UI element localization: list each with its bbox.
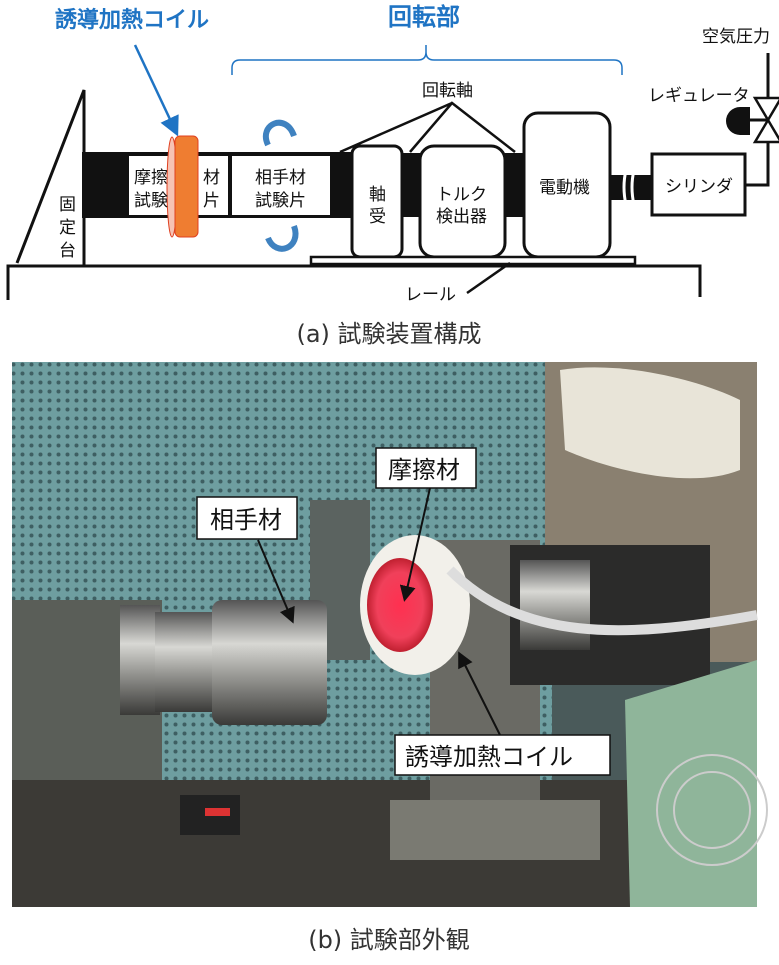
counter-specimen-box <box>232 156 330 215</box>
counter-specimen-text-2: 試験片 <box>255 191 306 211</box>
cylinder-box <box>650 152 747 217</box>
fixed-stand-label-1: 固 <box>59 195 76 215</box>
motor-text: 電動機 <box>539 178 590 198</box>
friction-specimen-text-4: 片 <box>203 191 220 211</box>
caption-a: (a) 試験装置構成 <box>296 320 481 348</box>
coil-title: 誘導加熱コイル <box>55 7 209 33</box>
rotation-arrow-top-icon <box>262 119 297 147</box>
label-box-induction-coil <box>394 734 611 776</box>
cylinder-text: シリンダ <box>665 177 733 197</box>
rotating-shaft-label: 回転軸 <box>422 81 473 101</box>
rotating-shaft-leaders <box>339 101 516 154</box>
label-counter-material: 相手材 <box>210 506 282 534</box>
fan-guard <box>656 754 768 866</box>
induction-coil <box>174 135 199 238</box>
flange <box>120 605 160 715</box>
shaft-break-mark <box>622 169 636 206</box>
coil-lead <box>446 566 758 636</box>
torque-detector-text-2: 検出器 <box>436 207 487 227</box>
regulator-icon <box>726 107 750 135</box>
base-frame <box>6 264 702 300</box>
fixed-stand-label-3: 台 <box>59 241 76 261</box>
fixed-stand-label-2: 定 <box>59 218 76 238</box>
regulator-label: レギュレータ <box>648 86 750 106</box>
bearing-text-1: 軸 <box>369 185 386 205</box>
valve-icon <box>752 96 779 144</box>
bearing-text-2: 受 <box>369 207 386 227</box>
test-section-photo <box>12 362 768 907</box>
rotation-arrow-bottom-icon <box>265 224 299 252</box>
heated-friction-material <box>367 558 433 652</box>
caption-b: (b) 試験部外観 <box>308 926 470 954</box>
power-box <box>625 660 757 907</box>
label-box-counter-material <box>196 496 298 540</box>
plastic-bag <box>560 367 740 479</box>
torque-detector-text-1: トルク <box>436 185 487 205</box>
photo-labels: 相手材 摩擦材 誘導加熱コイル <box>196 447 611 776</box>
apparatus-diagram: 誘導加熱コイル 回転部 空気圧力 回転軸 レギュレータ <box>6 3 779 305</box>
rotating-part-bracket <box>231 45 623 75</box>
fixed-stand <box>15 89 86 265</box>
counter-material-cylinder <box>212 600 327 725</box>
air-pressure-label: 空気圧力 <box>702 27 770 47</box>
arrow-counter-material <box>257 539 295 624</box>
rail-leader <box>466 261 511 295</box>
rail-label: レール <box>405 285 456 305</box>
counter-specimen-text-1: 相手材 <box>255 168 306 188</box>
arrow-friction-material <box>399 487 431 602</box>
arrow-induction-coil <box>458 651 501 736</box>
rail <box>309 255 637 266</box>
label-induction-coil: 誘導加熱コイル <box>405 743 573 771</box>
friction-specimen-text-2: 試験 <box>134 191 168 211</box>
rotating-part-title: 回転部 <box>388 3 460 31</box>
air-pipe <box>745 53 770 187</box>
coil-pointer-arrow <box>133 44 179 137</box>
holder-base <box>390 800 600 860</box>
friction-specimen-text-1: 摩擦 <box>134 168 168 188</box>
label-friction-material: 摩擦材 <box>388 456 460 484</box>
friction-specimen-text-3: 材 <box>203 168 220 188</box>
right-shaft <box>520 560 590 650</box>
label-box-friction-material <box>375 447 477 489</box>
shaft-coupling <box>155 612 215 712</box>
